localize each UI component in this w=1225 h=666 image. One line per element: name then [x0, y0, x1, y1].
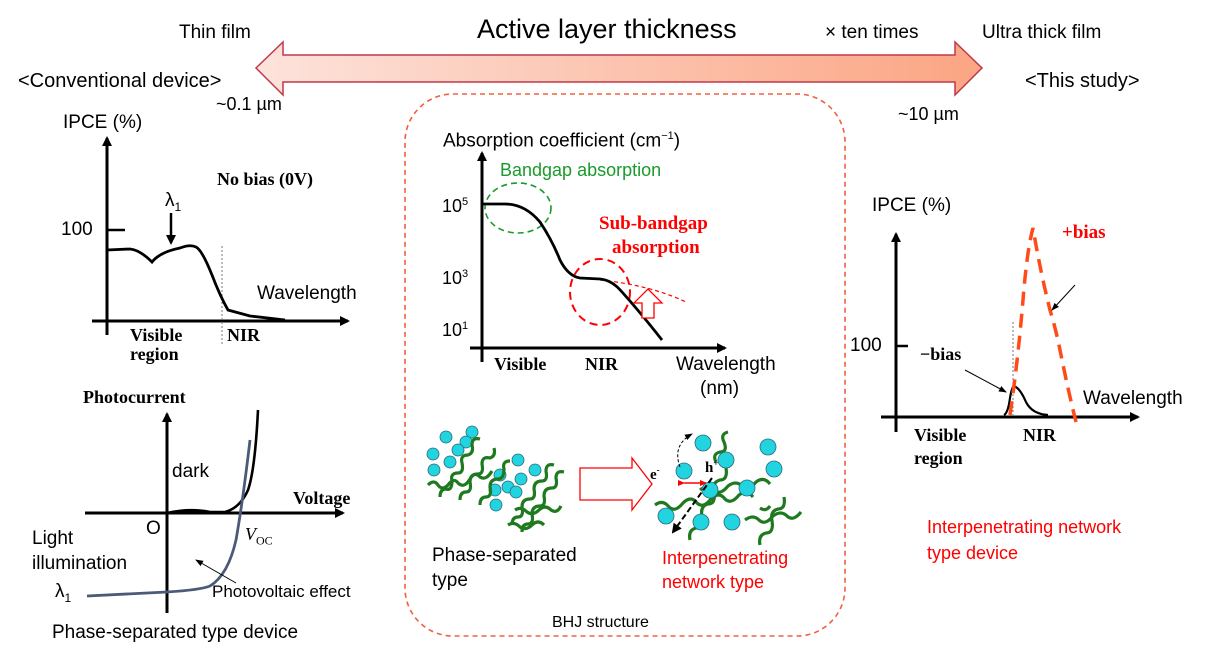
right-region-label: region: [914, 448, 963, 468]
right-ipce-xlabel: Wavelength: [1083, 388, 1183, 409]
morphology-transition-arrow: [579, 456, 653, 512]
tick-1e5: 105: [442, 196, 468, 217]
electron-hop-arrow: [677, 433, 693, 468]
interpenetrating-device-caption-2: type device: [927, 543, 1019, 563]
tick-base: 10: [442, 268, 463, 288]
hole-label: h+: [705, 458, 718, 477]
left-nir-label: NIR: [227, 325, 261, 345]
right-ipce-tick-100-label: 100: [850, 335, 882, 356]
left-lambda1-label: λ1: [165, 190, 181, 214]
abs-nir-label: NIR: [585, 354, 619, 374]
electron-symbol: e: [650, 467, 657, 483]
voc-symbol: V: [245, 524, 256, 544]
lambda-symbol: λ: [165, 190, 175, 211]
thickness-double-arrow: [254, 40, 984, 97]
photocurrent-label: Photocurrent: [83, 387, 186, 407]
left-ipce-tick-100-label: 100: [61, 219, 93, 240]
hole-transport-arrow: [671, 477, 713, 534]
minus-bias-label: −bias: [920, 344, 962, 364]
multiplier-label: × ten times: [825, 22, 919, 43]
right-nir-label: NIR: [1023, 425, 1057, 445]
interpenetrating-type-label-2: network type: [662, 572, 765, 592]
tick-exp: 1: [462, 320, 469, 332]
iv-chart: [85, 409, 345, 613]
iv-light-curve: [86, 439, 252, 598]
left-ipce-ylabel: IPCE (%): [63, 112, 143, 133]
ultra-thick-film-label: Ultra thick film: [982, 22, 1102, 43]
right-ipce-chart: [881, 227, 1140, 432]
bhj-dashed-box: [404, 93, 846, 637]
subbandgap-label-2: absorption: [612, 237, 700, 258]
plus-bias-curve: [1008, 227, 1078, 423]
hole-symbol: h: [705, 460, 714, 476]
header-title: Active layer thickness: [477, 14, 737, 44]
hole-charge: +: [713, 458, 719, 468]
left-thickness-label: ~0.1 µm: [216, 94, 282, 114]
lambda-subscript: 1: [64, 590, 72, 605]
phase-separated-morphology: [426, 425, 565, 533]
interpenetrating-device-caption-1: Interpenetrating network: [927, 517, 1122, 537]
origin-label: O: [146, 518, 161, 539]
tick-exp: 5: [462, 196, 469, 208]
conventional-device-tag: <Conventional device>: [18, 70, 222, 92]
left-ipce-chart: [92, 136, 350, 345]
no-bias-label: No bias (0V): [217, 169, 314, 189]
right-thickness-label: ~10 µm: [898, 104, 959, 124]
interpenetrating-morphology: [654, 430, 803, 546]
phase-separated-type-label-2: type: [432, 570, 468, 591]
electron-charge: -: [656, 465, 660, 475]
subbandgap-ellipse: [569, 258, 631, 326]
abs-xlabel-unit: (nm): [700, 378, 740, 399]
thin-film-label: Thin film: [179, 22, 251, 43]
iv-dark-curve: [166, 409, 260, 515]
left-ipce-xlabel: Wavelength: [257, 283, 357, 304]
absorption-curve: [482, 202, 664, 341]
bhj-structure-caption: BHJ structure: [552, 614, 649, 631]
tick-base: 10: [442, 196, 463, 216]
tick-1e1: 101: [442, 320, 468, 341]
abs-xlabel: Wavelength: [676, 354, 776, 375]
left-visible-label: Visible: [130, 325, 183, 345]
electron-label: e-: [650, 465, 660, 484]
absorption-ylabel: Absorption coefficient (cm−1): [443, 130, 680, 152]
left-ipce-curve: [106, 244, 286, 322]
enhancement-up-arrow: [632, 288, 664, 319]
left-region-label: region: [130, 344, 179, 364]
this-study-tag: <This study>: [1025, 70, 1140, 92]
light-label: Light: [32, 528, 74, 549]
subbandgap-label-1: Sub-bandgap: [599, 213, 708, 234]
absorption-ylabel-exponent: −1: [661, 130, 674, 142]
voltage-label: Voltage: [293, 488, 351, 508]
tick-1e3: 103: [442, 268, 468, 289]
dark-label: dark: [172, 461, 209, 482]
absorption-chart: [470, 151, 727, 362]
plus-bias-label: +bias: [1062, 222, 1106, 243]
photovoltaic-effect-label: Photovoltaic effect: [212, 582, 351, 601]
bandgap-absorption-label: Bandgap absorption: [500, 160, 662, 180]
absorption-ylabel-close: ): [673, 130, 681, 152]
plus-bias-pointer: [1051, 284, 1076, 311]
tick-exp: 3: [462, 268, 469, 280]
right-ipce-ylabel: IPCE (%): [872, 195, 952, 216]
iv-lambda1-label: λ1: [55, 581, 71, 605]
voc-label: VOC: [245, 524, 273, 549]
absorption-ylabel-text: Absorption coefficient (cm: [443, 130, 662, 152]
lambda-symbol: λ: [55, 581, 65, 602]
minus-bias-pointer: [964, 369, 1007, 393]
phase-separated-device-caption: Phase-separated type device: [52, 622, 299, 643]
phase-separated-type-label-1: Phase-separated: [432, 545, 577, 566]
abs-visible-label: Visible: [494, 354, 547, 374]
voc-subscript: OC: [256, 533, 273, 548]
interpenetrating-type-label-1: Interpenetrating: [662, 548, 789, 568]
lambda-subscript: 1: [174, 199, 182, 214]
bandgap-ellipse: [484, 182, 552, 234]
photovoltaic-pointer: [195, 559, 237, 584]
right-visible-label: Visible: [914, 425, 967, 445]
tick-base: 10: [442, 320, 463, 340]
illumination-label: illumination: [32, 553, 128, 574]
